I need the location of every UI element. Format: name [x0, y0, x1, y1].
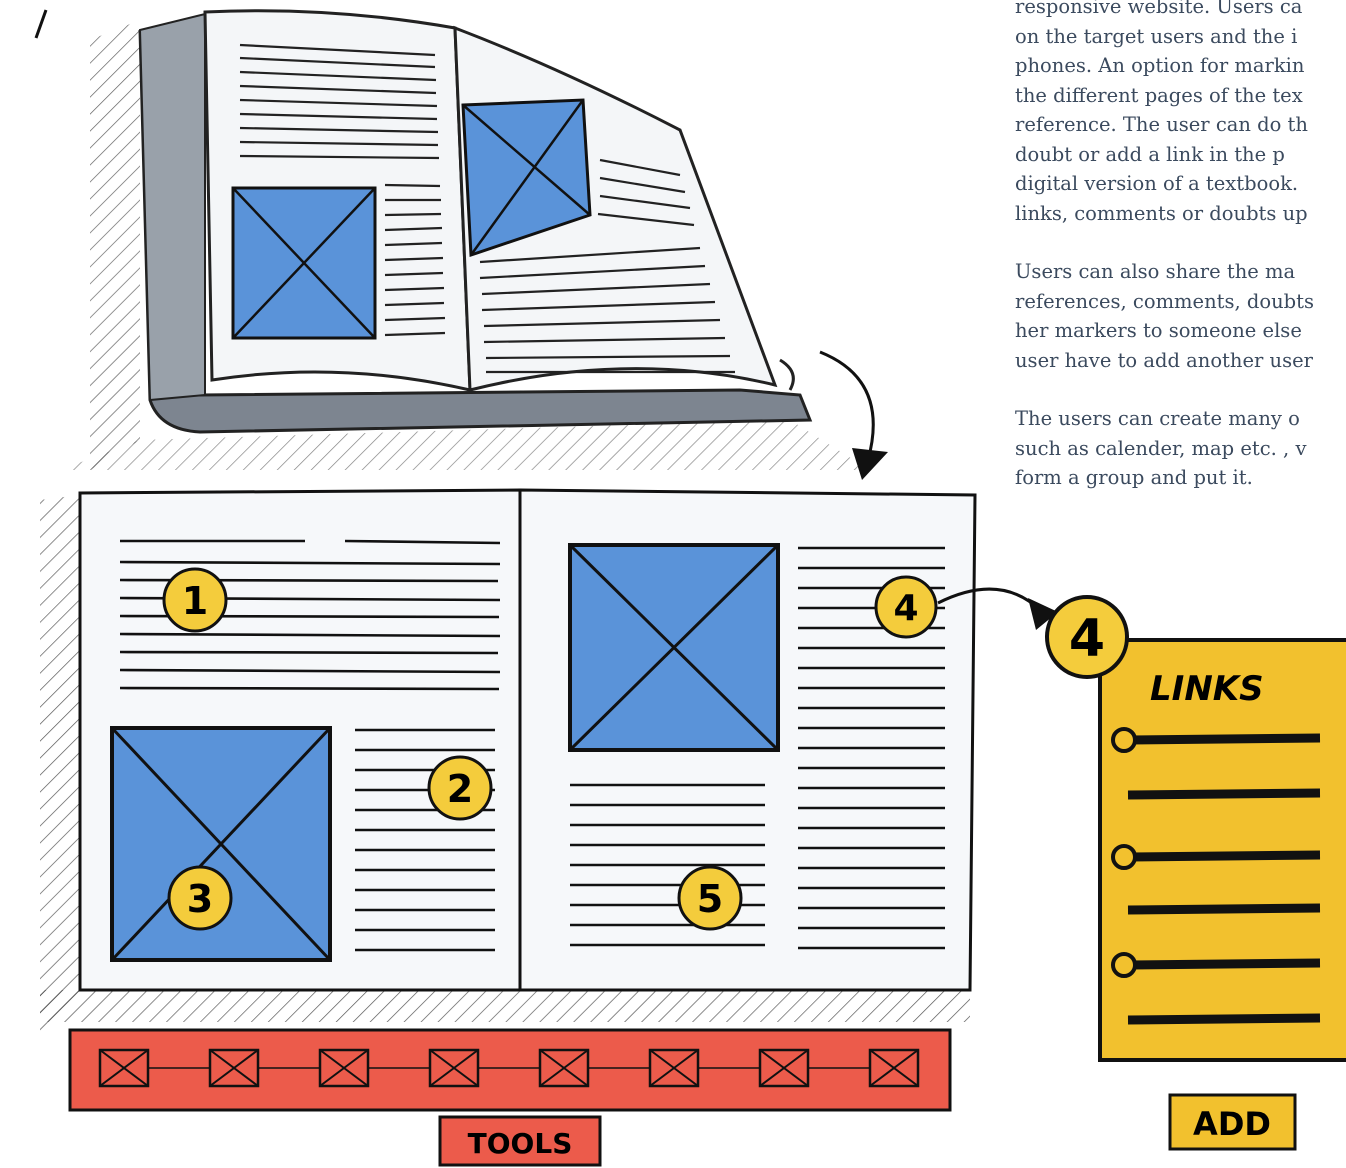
- description-line: references, comments, doubts: [1015, 289, 1314, 313]
- links-panel: LINKS: [1098, 638, 1346, 1062]
- description-line: the different pages of the tex: [1015, 83, 1303, 107]
- marker-4[interactable]: 4: [874, 575, 938, 639]
- marker-3[interactable]: 3: [167, 865, 233, 931]
- description-line: her markers to someone else: [1015, 319, 1302, 342]
- open-book-illustration: [60, 9, 870, 470]
- description-line: on the target users and the i: [1015, 24, 1298, 48]
- marker-label: 4: [893, 588, 918, 629]
- marker-label: 2: [447, 767, 473, 811]
- description-text: responsive website. Users ca on the targe…: [1015, 0, 1346, 582]
- book-left-image-placeholder: [231, 186, 377, 340]
- page-fragment-mark: [34, 9, 48, 39]
- description-line: responsive website. Users ca: [1015, 0, 1303, 18]
- marker-2[interactable]: 2: [427, 755, 493, 821]
- description-line: such as calender, map etc. , v: [1015, 436, 1307, 460]
- marker-label: 3: [187, 877, 213, 921]
- marker-1[interactable]: 1: [162, 567, 228, 633]
- marker-label: 5: [697, 877, 723, 921]
- description-line: digital version of a textbook.: [1015, 172, 1299, 195]
- tools-label: TOOLS: [438, 1115, 602, 1167]
- book-left-text-lines: [239, 43, 446, 337]
- mockup-left-image-placeholder: [110, 726, 332, 962]
- link-bullet-icon: [1111, 844, 1137, 870]
- marker-label: 1: [182, 579, 208, 623]
- description-line: links, comments or doubts up: [1015, 201, 1308, 225]
- description-line: Users can also share the ma: [1015, 260, 1296, 283]
- link-bullet-icon: [1111, 727, 1137, 753]
- tools-label-text: TOOLS: [468, 1127, 573, 1160]
- book-right-image-placeholder: [461, 98, 592, 258]
- links-panel-title: LINKS: [1150, 669, 1264, 709]
- svg-text:4: 4: [1069, 609, 1105, 669]
- mockup-right-image-placeholder: [568, 543, 780, 752]
- marker-5[interactable]: 5: [677, 865, 743, 931]
- tool-slot-icon[interactable]: [868, 1048, 920, 1088]
- description-paragraph: Users can also share the ma references, c…: [1015, 257, 1346, 375]
- add-button-label: ADD: [1193, 1105, 1271, 1143]
- description-paragraph: The users can create many o such as calen…: [1015, 404, 1346, 493]
- description-line: phones. An option for markin: [1015, 54, 1305, 77]
- description-line: user have to add another user: [1015, 348, 1313, 372]
- description-line: The users can create many o: [1015, 407, 1300, 430]
- description-line: form a group and put it.: [1015, 466, 1253, 489]
- description-line: reference. The user can do th: [1015, 113, 1308, 136]
- add-button[interactable]: ADD: [1168, 1093, 1297, 1151]
- link-bullet-icon: [1111, 952, 1137, 978]
- marker-link-arrow: [937, 587, 1058, 630]
- tools-toolbar: [68, 1028, 952, 1112]
- book-right-text-lines: [479, 158, 735, 374]
- transition-arrow: [819, 350, 888, 480]
- description-paragraph: responsive website. Users ca on the targe…: [1015, 0, 1346, 228]
- links-panel-marker: 4: [1045, 595, 1129, 679]
- description-line: doubt or add a link in the p: [1015, 142, 1285, 166]
